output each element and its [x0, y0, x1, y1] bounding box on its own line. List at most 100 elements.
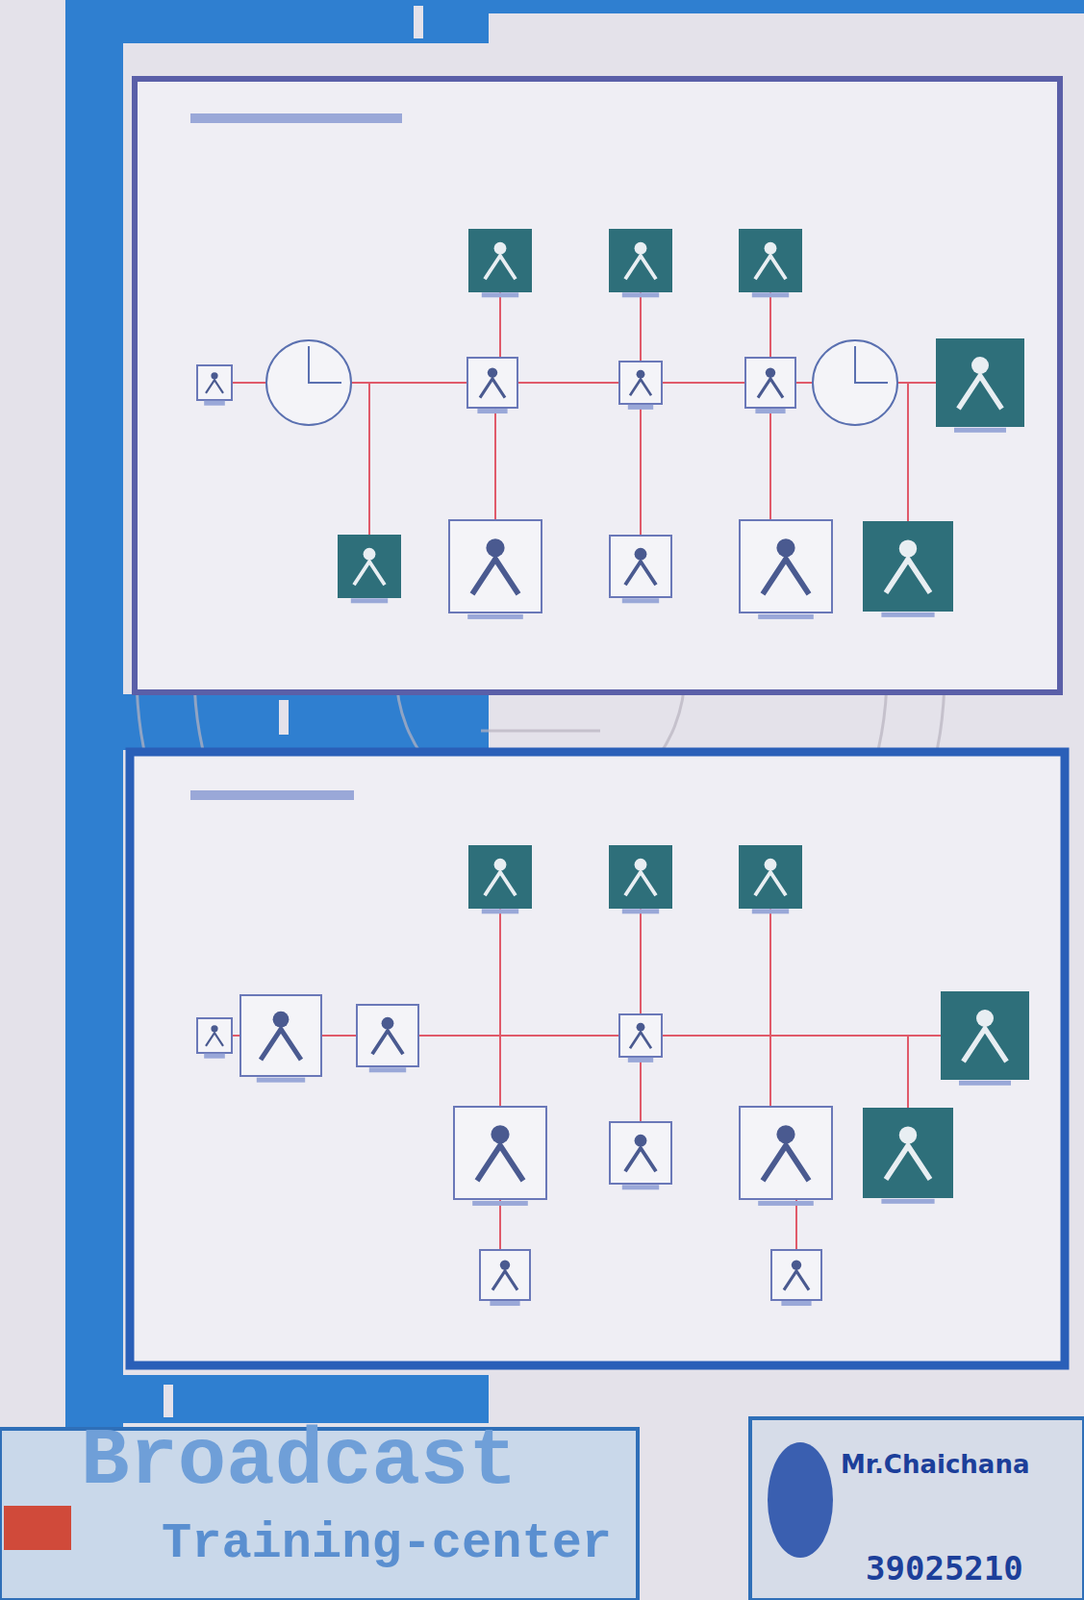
room-icon: [240, 995, 322, 1077]
faint-caption: [351, 598, 388, 604]
faint-heading: [190, 113, 403, 124]
room-icon: [609, 535, 672, 598]
logo-subtitle: Training-center: [161, 1519, 612, 1570]
lower-wires: [214, 877, 985, 1276]
faint-caption: [467, 614, 524, 620]
figure-body: [958, 376, 1003, 409]
figure-body: [625, 1148, 656, 1172]
room-icon: [338, 535, 401, 598]
room-icon: [197, 365, 232, 401]
low-band: [65, 1375, 489, 1424]
faint-caption: [256, 1078, 305, 1084]
author-name: Mr.Chaichana: [840, 1452, 1030, 1478]
faint-caption: [369, 1067, 406, 1073]
faint-caption: [954, 428, 1007, 433]
room-icon: [356, 1005, 419, 1067]
faint-caption: [757, 1201, 814, 1207]
room-icon: [619, 361, 662, 404]
faint-caption: [622, 598, 659, 604]
figure-body: [755, 872, 786, 896]
author-number: 39025210: [865, 1552, 1024, 1586]
figure-body: [757, 378, 783, 399]
room-icon: [739, 520, 832, 613]
faint-caption: [958, 1081, 1011, 1086]
band-notch: [413, 5, 424, 39]
figure-body: [885, 559, 931, 594]
icon-set: [197, 229, 1029, 1307]
author-plaque: [750, 1418, 1084, 1600]
clock-hand: [308, 346, 342, 383]
room-icon: [609, 229, 672, 292]
figure-body: [372, 1031, 404, 1055]
band-notch: [163, 1385, 174, 1418]
figure-body: [205, 379, 224, 394]
faint-caption: [752, 292, 789, 298]
room-icon: [936, 339, 1024, 427]
upper-wires: [214, 260, 981, 567]
room-icon: [739, 846, 802, 908]
figure-body: [885, 1146, 931, 1181]
figure-body: [762, 558, 809, 594]
top-rule: [480, 0, 1084, 14]
figure-body: [625, 872, 656, 896]
room-icon: [609, 846, 672, 908]
room-icon: [449, 520, 542, 613]
logo-badge: [3, 1506, 72, 1551]
faint-caption: [481, 908, 519, 914]
room-icon: [739, 1107, 832, 1200]
faint-caption: [203, 1054, 226, 1059]
clock-icon: [266, 340, 352, 426]
figure-body: [472, 558, 519, 594]
faint-heading: [190, 790, 354, 801]
figure-body: [479, 378, 505, 399]
room-icon: [467, 357, 518, 408]
clock-icon: [812, 340, 898, 426]
faint-caption: [622, 1184, 659, 1190]
faint-caption: [881, 1199, 934, 1205]
faint-caption: [203, 401, 226, 406]
faint-caption: [755, 408, 785, 414]
room-icon: [771, 1250, 822, 1301]
room-icon: [453, 1107, 547, 1200]
figure-body: [353, 561, 385, 585]
figure-body: [963, 1029, 1008, 1062]
room-icon: [469, 229, 531, 292]
upper-panel: [134, 78, 1060, 693]
faint-caption: [622, 292, 659, 298]
faint-caption: [628, 1058, 654, 1063]
room-icon: [739, 229, 802, 292]
figure-body: [625, 561, 656, 585]
mid-band: [65, 694, 489, 751]
faint-caption: [752, 908, 789, 914]
figure-body: [625, 255, 656, 279]
figure-body: [484, 872, 516, 896]
figure-body: [205, 1033, 224, 1047]
figure-body: [762, 1145, 809, 1181]
room-icon: [863, 522, 953, 611]
faint-caption: [881, 612, 934, 618]
room-icon: [941, 992, 1029, 1080]
faint-caption: [757, 614, 814, 620]
figure-body: [477, 1145, 524, 1181]
room-icon: [745, 357, 796, 408]
faint-caption: [481, 292, 519, 298]
figure-body: [755, 255, 786, 279]
logo-title: Broadcast: [80, 1421, 518, 1503]
room-icon: [609, 1122, 672, 1185]
faint-caption: [628, 404, 654, 410]
room-icon: [197, 1018, 232, 1054]
faint-caption: [622, 908, 659, 914]
room-icon: [863, 1109, 953, 1198]
figure-body: [630, 378, 652, 396]
figure-body: [484, 255, 516, 279]
faint-caption: [781, 1301, 811, 1307]
faint-caption: [477, 408, 507, 414]
faint-caption: [472, 1201, 529, 1207]
figure-body: [492, 1271, 518, 1291]
faint-caption: [489, 1301, 520, 1307]
figure-body: [630, 1032, 652, 1049]
room-icon: [469, 846, 531, 908]
clock-hand: [855, 346, 888, 383]
